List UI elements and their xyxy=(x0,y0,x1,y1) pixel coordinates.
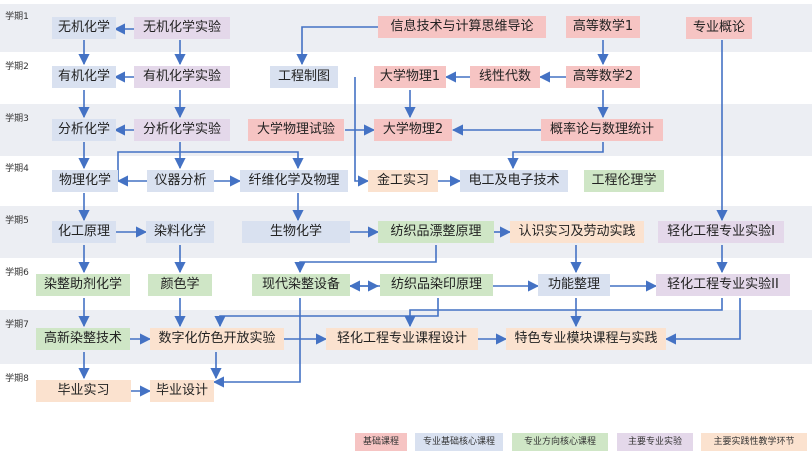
course-gdsx1[interactable]: 高等数学1 xyxy=(566,16,640,38)
course-rzzj[interactable]: 染整助剂化学 xyxy=(36,274,130,296)
course-gczt[interactable]: 工程制图 xyxy=(270,66,338,88)
course-dxwl2[interactable]: 大学物理2 xyxy=(374,119,452,141)
link-gll-dgdz xyxy=(507,142,604,170)
link-xxjs-gczt xyxy=(296,26,378,66)
link-xdrz-bysj xyxy=(212,298,301,388)
course-fzpry[interactable]: 纺织品染印原理 xyxy=(380,274,493,296)
semester-label-7: 学期7 xyxy=(5,320,29,330)
semester-label-4: 学期4 xyxy=(5,164,29,174)
course-fxhxsy[interactable]: 分析化学实验 xyxy=(134,119,230,141)
legend-basic-courses: 基础课程 xyxy=(355,433,407,451)
link-wlhx-xwhx xyxy=(117,151,304,181)
course-fxhx[interactable]: 分析化学 xyxy=(52,119,116,141)
course-bysx[interactable]: 毕业实习 xyxy=(36,380,131,402)
course-yqfx[interactable]: 仪器分析 xyxy=(147,170,214,192)
semester-label-1: 学期1 xyxy=(5,12,29,22)
course-xxds[interactable]: 线性代数 xyxy=(470,66,540,88)
link-qhsy2-qhkc xyxy=(404,298,723,328)
course-fzpp[interactable]: 纺织品漂整原理 xyxy=(378,221,494,243)
semester-label-2: 学期2 xyxy=(5,62,29,72)
course-yjhx[interactable]: 有机化学 xyxy=(52,66,116,88)
course-dgdz[interactable]: 电工及电子技术 xyxy=(460,170,568,192)
course-rlhx[interactable]: 染料化学 xyxy=(146,221,214,243)
course-jgsx[interactable]: 金工实习 xyxy=(368,170,438,192)
course-wlhx[interactable]: 物理化学 xyxy=(52,170,118,192)
course-gdsx2[interactable]: 高等数学2 xyxy=(566,66,640,88)
course-hgyl[interactable]: 化工原理 xyxy=(52,221,116,243)
link-fzpry-szhfs xyxy=(214,298,439,328)
semester-label-6: 学期6 xyxy=(5,268,29,278)
course-xwhx[interactable]: 纤维化学及物理 xyxy=(240,170,348,192)
course-yjhxsy[interactable]: 有机化学实验 xyxy=(134,66,230,88)
course-rssx[interactable]: 认识实习及劳动实践 xyxy=(510,221,644,243)
link-qhsy2-tszy xyxy=(664,298,741,345)
legend-practice-teaching: 主要实践性教学环节 xyxy=(701,433,807,451)
course-gclx[interactable]: 工程伦理学 xyxy=(584,170,664,192)
legend-core-direction: 专业方向核心课程 xyxy=(512,433,608,451)
semester-label-3: 学期3 xyxy=(5,114,29,124)
course-xdrz[interactable]: 现代染整设备 xyxy=(252,274,350,296)
course-wjhx[interactable]: 无机化学 xyxy=(52,17,116,39)
legend-core-foundation: 专业基础核心课程 xyxy=(415,433,503,451)
link-gczt-jgsx xyxy=(354,77,370,187)
semester-label-8: 学期8 xyxy=(5,374,29,384)
course-xxjs[interactable]: 信息技术与计算思维导论 xyxy=(378,16,546,38)
course-wjhxsy[interactable]: 无机化学实验 xyxy=(134,17,230,39)
course-gxrz[interactable]: 高新染整技术 xyxy=(36,328,130,350)
course-zygl[interactable]: 专业概论 xyxy=(686,17,752,39)
legend-major-experiments: 主要专业实验 xyxy=(617,433,693,451)
course-yss[interactable]: 颜色学 xyxy=(148,274,212,296)
course-qhsy2[interactable]: 轻化工程专业实验II xyxy=(656,274,790,296)
course-dxwlsy[interactable]: 大学物理试验 xyxy=(248,119,344,141)
course-qhsy1[interactable]: 轻化工程专业实验I xyxy=(658,221,784,243)
course-bysj[interactable]: 毕业设计 xyxy=(150,380,214,402)
course-qhkc[interactable]: 轻化工程专业课程设计 xyxy=(326,328,478,350)
semester-label-5: 学期5 xyxy=(5,216,29,226)
course-gnzl[interactable]: 功能整理 xyxy=(538,274,610,296)
course-gll[interactable]: 概率论与数理统计 xyxy=(541,119,663,141)
link-fzpp-xdrz xyxy=(294,245,437,274)
course-swhx[interactable]: 生物化学 xyxy=(242,221,350,243)
course-szhfs[interactable]: 数字化仿色开放实验 xyxy=(150,328,284,350)
course-dxwl1[interactable]: 大学物理1 xyxy=(374,66,446,88)
course-tszy[interactable]: 特色专业模块课程与实践 xyxy=(506,328,666,350)
